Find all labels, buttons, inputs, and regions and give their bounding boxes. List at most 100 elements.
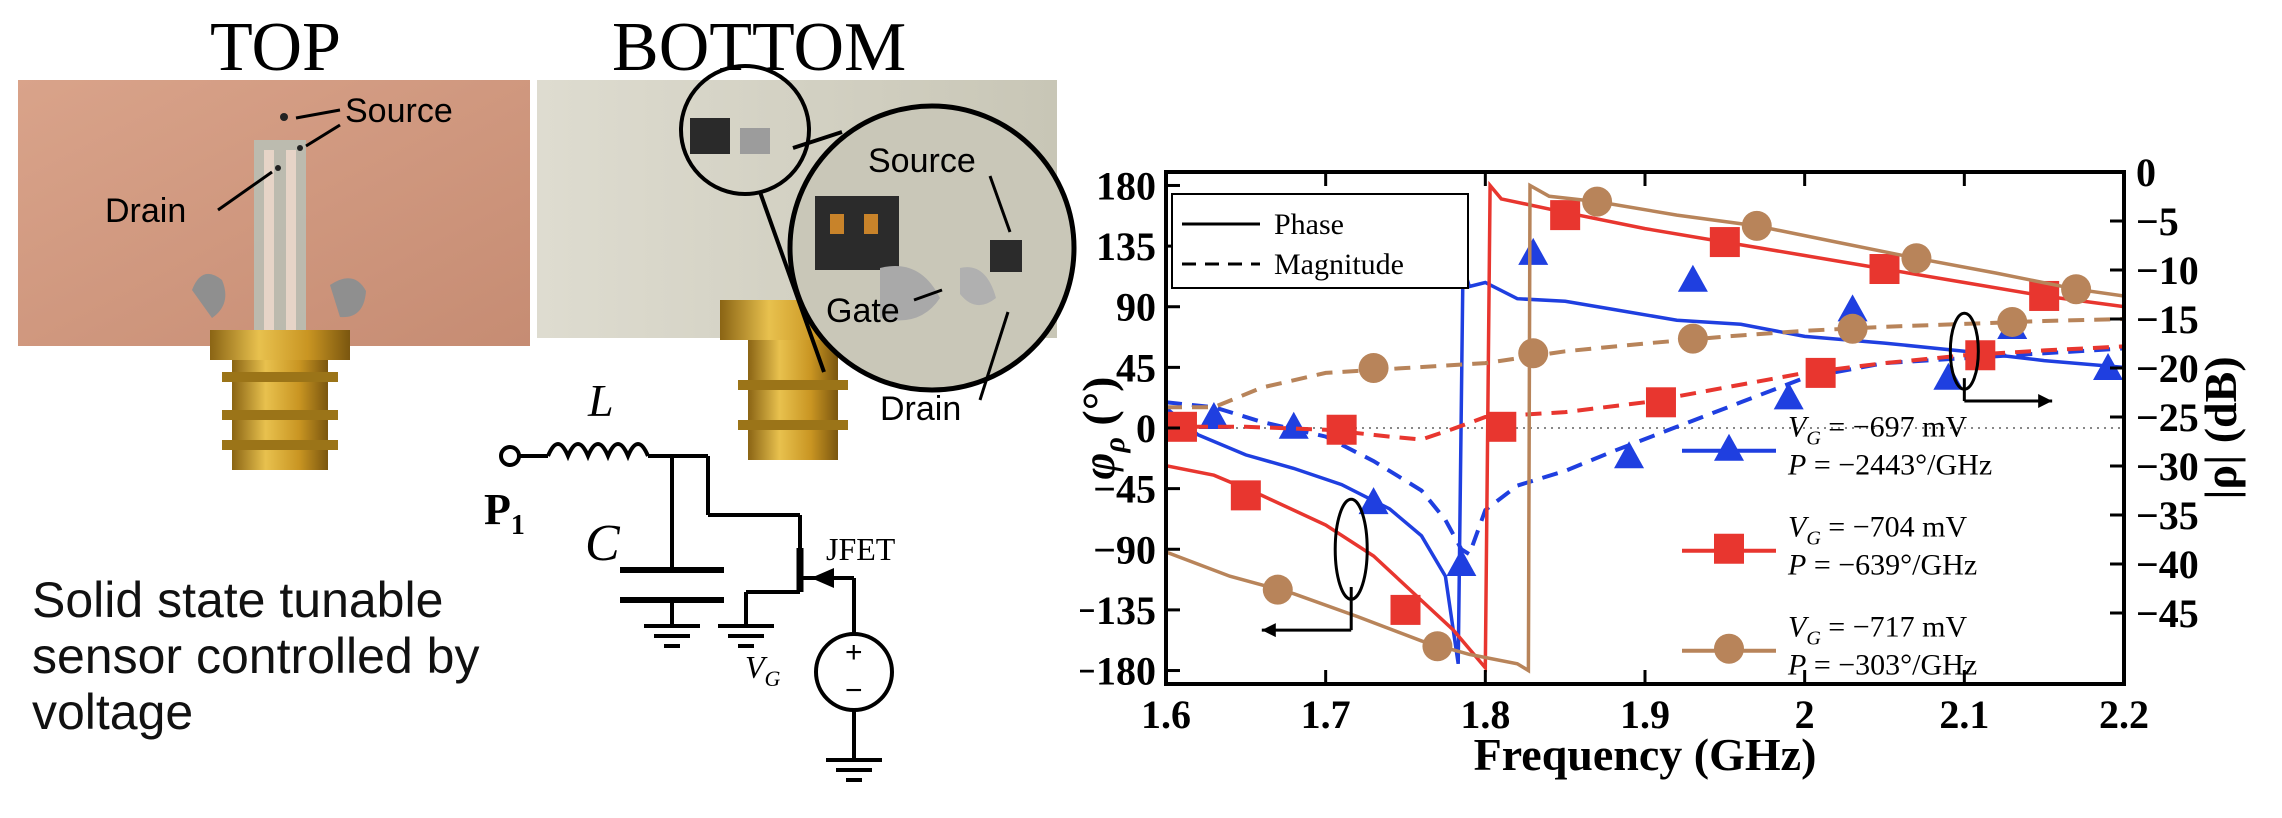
- bottom-photo: [537, 64, 1077, 460]
- yr-tick-label-8: −40: [2136, 542, 2199, 587]
- yr-tick-label-0: 0: [2136, 150, 2156, 195]
- phase-marker-1-4: [1869, 254, 1900, 285]
- phase-marker-2-5: [2061, 274, 2092, 305]
- legend-p-0: P = −2443°/GHz: [1787, 449, 1992, 482]
- mag-marker-0-6: [2093, 353, 2124, 380]
- top-drain-label: Drain: [105, 192, 186, 230]
- phase-marker-2-3: [1741, 210, 1772, 241]
- right-arrow-head: [2038, 394, 2053, 409]
- y-left-axis-label: φρ (°): [1080, 377, 1131, 480]
- legend-marker-0: [1714, 433, 1744, 461]
- source-plus: +: [845, 636, 863, 669]
- plot-layer: [1166, 180, 2124, 674]
- legend-vg-0: VG = −697 mV: [1788, 411, 1967, 450]
- phase-marker-2-0: [1262, 574, 1293, 605]
- mag-marker-2-3: [1837, 313, 1868, 344]
- x-tick-label-2: 1.8: [1460, 692, 1510, 737]
- yr-tick-label-7: −35: [2136, 493, 2199, 538]
- port-label: P1: [484, 485, 525, 541]
- phase-marker-0-3: [1837, 294, 1868, 322]
- phase-marker-0-1: [1518, 237, 1549, 265]
- legend-magnitude-label: Magnitude: [1274, 248, 1404, 281]
- magnitude-line-1: [1166, 344, 2124, 442]
- yl-tick-label-1: 135: [1096, 224, 1156, 269]
- source-minus: −: [845, 674, 863, 707]
- yr-tick-label-5: −25: [2136, 395, 2199, 440]
- yl-tick-label-2: 90: [1116, 285, 1156, 330]
- zoom-drain-label: Drain: [880, 390, 961, 428]
- yr-tick-label-9: −45: [2136, 591, 2199, 636]
- x-tick-label-4: 2: [1795, 692, 1815, 737]
- yl-tick-label-8: −180: [1080, 649, 1156, 694]
- mag-marker-1-1: [1326, 414, 1357, 445]
- yl-tick-label-5: −45: [1093, 467, 1156, 512]
- phase-marker-0-2: [1677, 264, 1708, 292]
- yl-tick-label-4: 0: [1136, 406, 1156, 451]
- mag-marker-1-4: [1805, 357, 1836, 388]
- bottom-label: BOTTOM: [612, 9, 906, 86]
- caption-line-3: voltage: [32, 684, 194, 740]
- legend-marker-1: [1714, 533, 1744, 564]
- mag-marker-2-2: [1677, 323, 1708, 354]
- mag-marker-2-4: [1997, 306, 2028, 337]
- legend-p-1: P = −639°/GHz: [1787, 549, 1977, 582]
- jfet-label: JFET: [826, 531, 896, 567]
- zoom-gate-label: Gate: [826, 292, 900, 330]
- yl-tick-label-0: 180: [1096, 163, 1156, 208]
- phase-marker-1-3: [1709, 227, 1740, 258]
- mag-marker-0-1: [1278, 411, 1309, 439]
- yr-tick-label-6: −30: [2136, 444, 2199, 489]
- legend-vg-1: VG = −704 mV: [1788, 511, 1967, 550]
- phase-marker-1-2: [1550, 200, 1581, 231]
- vg-label: VG: [745, 649, 781, 691]
- yl-tick-label-6: −90: [1093, 527, 1156, 572]
- mag-marker-1-3: [1645, 387, 1676, 418]
- plot-area: [1166, 180, 2124, 674]
- yr-tick-label-4: −20: [2136, 346, 2199, 391]
- caption-line-2: sensor controlled by: [32, 628, 480, 684]
- zoom-source-label: Source: [868, 142, 976, 180]
- capacitor-label: C: [585, 515, 621, 572]
- x-tick-label-0: 1.6: [1141, 692, 1191, 737]
- figure-caption: Solid state tunable sensor controlled by…: [32, 572, 672, 740]
- mag-marker-0-0: [1198, 402, 1229, 429]
- device-figure: TOP Source Drain BOTTOM: [18, 9, 1077, 782]
- legend-phase-label: Phase: [1274, 208, 1344, 241]
- phase-marker-2-4: [1901, 243, 1932, 274]
- mag-marker-2-1: [1518, 338, 1549, 369]
- phase-marker-0-0: [1358, 487, 1389, 515]
- top-source-label: Source: [345, 92, 453, 130]
- legend-p-2: P = −303°/GHz: [1787, 649, 1977, 682]
- yr-tick-label-2: −10: [2136, 248, 2199, 293]
- legend-vg-2: VG = −717 mV: [1788, 611, 1967, 650]
- mag-marker-2-0: [1358, 353, 1389, 383]
- caption-line-1: Solid state tunable: [32, 572, 444, 628]
- style-legend-box: [1171, 193, 1469, 289]
- left-arrow-head: [1261, 623, 1276, 638]
- top-photo: [18, 80, 530, 470]
- x-axis-label: Frequency (GHz): [1474, 729, 1817, 780]
- x-tick-label-1: 1.7: [1301, 692, 1351, 737]
- x-tick-label-5: 2.1: [1939, 692, 1989, 737]
- top-label: TOP: [210, 9, 341, 86]
- y-right-axis-label: |ρ| (dB): [2195, 356, 2246, 499]
- phase-marker-1-0: [1230, 480, 1261, 511]
- mag-marker-0-3: [1614, 441, 1645, 469]
- phase-marker-1-1: [1390, 594, 1421, 625]
- inductor-label: L: [587, 375, 614, 426]
- yl-tick-label-7: −135: [1080, 588, 1156, 633]
- mag-marker-0-2: [1446, 549, 1477, 576]
- yr-tick-label-3: −15: [2136, 297, 2199, 342]
- mag-marker-0-4: [1773, 382, 1804, 410]
- phase-marker-2-2: [1582, 186, 1613, 217]
- mag-marker-1-5: [1965, 340, 1996, 371]
- yl-tick-label-3: 45: [1116, 345, 1156, 390]
- yr-tick-label-1: −5: [2136, 199, 2179, 244]
- legend-marker-2: [1714, 633, 1744, 664]
- circuit-schematic: [499, 442, 894, 782]
- magnitude-line-2: [1166, 317, 2124, 410]
